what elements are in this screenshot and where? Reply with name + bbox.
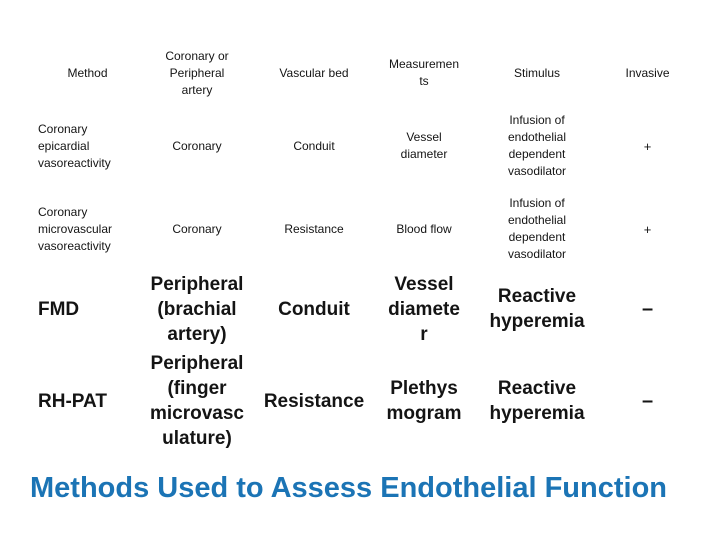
table-cell-row3-measurement: Vessel diamete r [388,273,460,345]
table-cell-row2-invasive: + [643,221,652,237]
table-cell-row1-bed: Conduit [293,138,335,153]
table-cell-row2-stimulus: Infusion of endothelial dependent vasodi… [507,196,567,261]
column-header-invasive: Invasive [625,65,670,80]
column-header-vascular-bed: Vascular bed [279,65,349,80]
table-cell-row2-artery: Coronary [172,221,222,236]
slide-title: Methods Used to Assess Endothelial Funct… [30,472,667,504]
methods-table: Method Coronary or Peripheral artery Vas… [30,43,690,453]
table-cell-row4-measurement: Plethys mogram [386,378,462,424]
table-cell-row4-bed: Resistance [263,390,365,412]
column-header-method: Method [67,65,108,80]
table-cell-row1-measurement: Vessel diameter [400,130,448,161]
table-cell-row3-bed: Conduit [278,298,350,320]
table-cell-row4-method: RH-PAT [38,390,107,412]
table-cell-row4-artery: Peripheral (finger microvasc ulature) [149,353,244,449]
table-cell-row1-stimulus: Infusion of endothelial dependent vasodi… [507,113,567,178]
column-header-artery-type: Coronary or Peripheral artery [165,48,229,97]
column-header-stimulus: Stimulus [513,65,560,80]
table-cell-row2-measurement: Blood flow [396,221,452,236]
table-cell-row1-invasive: + [643,138,652,154]
table-cell-row4-invasive: – [641,389,654,412]
table-cell-row4-stimulus: Reactive hyperemia [489,378,585,424]
table-cell-row3-invasive: – [641,297,654,320]
table-cell-row3-stimulus: Reactive hyperemia [489,286,585,332]
table-cell-row3-artery: Peripheral (brachial artery) [150,273,244,345]
table-cell-row3-method: FMD [38,298,80,320]
table-cell-row2-method: Coronary microvascular vasoreactivity [38,204,113,253]
table-cell-row1-method: Coronary epicardial vasoreactivity [38,121,111,170]
table-cell-row1-artery: Coronary [172,138,222,153]
table-cell-row2-bed: Resistance [284,221,344,236]
column-header-measurements: Measuremen ts [388,57,460,88]
